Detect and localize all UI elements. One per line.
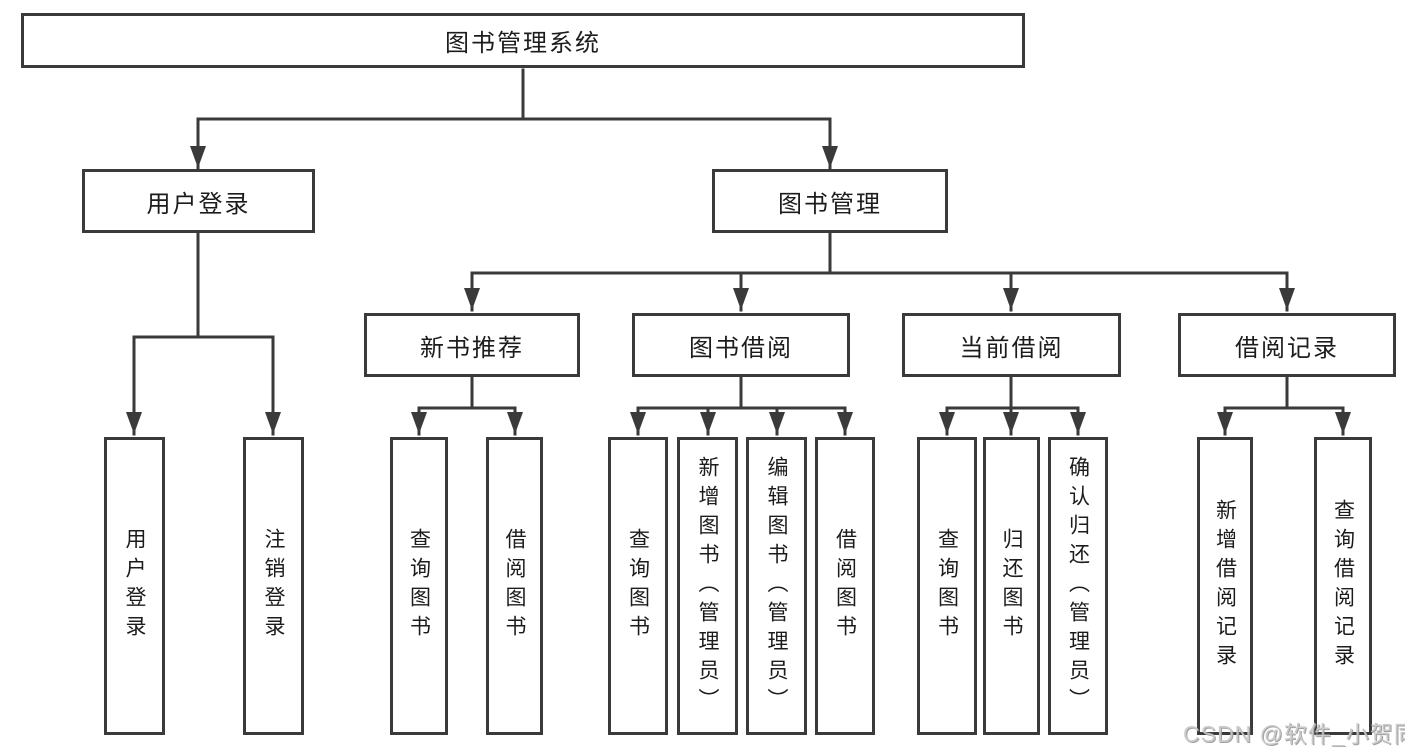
leaf-borrow-books: 借阅图书 [815, 437, 875, 735]
node-root: 图书管理系统 [21, 13, 1025, 68]
node-book-management: 图书管理 [712, 169, 948, 233]
leaf-edit-book-admin: 编辑图书（管理员） [746, 437, 807, 735]
leaf-confirm-return-admin: 确认归还（管理员） [1048, 437, 1108, 735]
leaf-query-books-borrow: 查询图书 [608, 437, 668, 735]
node-new-book-recommend: 新书推荐 [364, 313, 580, 377]
node-current-borrow: 当前借阅 [902, 313, 1121, 377]
csdn-watermark: CSDN @软件_小贺同学 [1183, 721, 1405, 747]
node-borrow-records: 借阅记录 [1178, 313, 1396, 377]
leaf-borrow-books-recommend: 借阅图书 [486, 437, 543, 735]
leaf-logout: 注销登录 [243, 437, 304, 735]
leaf-query-books-current: 查询图书 [917, 437, 977, 735]
leaf-add-borrow-record: 新增借阅记录 [1197, 437, 1253, 735]
leaf-add-book-admin: 新增图书（管理员） [677, 437, 738, 735]
node-user-login: 用户登录 [82, 169, 315, 233]
node-book-borrow: 图书借阅 [632, 313, 850, 377]
leaf-query-books-recommend: 查询图书 [390, 437, 448, 735]
leaf-user-login: 用户登录 [104, 437, 165, 735]
leaf-query-borrow-record: 查询借阅记录 [1314, 437, 1372, 735]
leaf-return-books: 归还图书 [983, 437, 1040, 735]
